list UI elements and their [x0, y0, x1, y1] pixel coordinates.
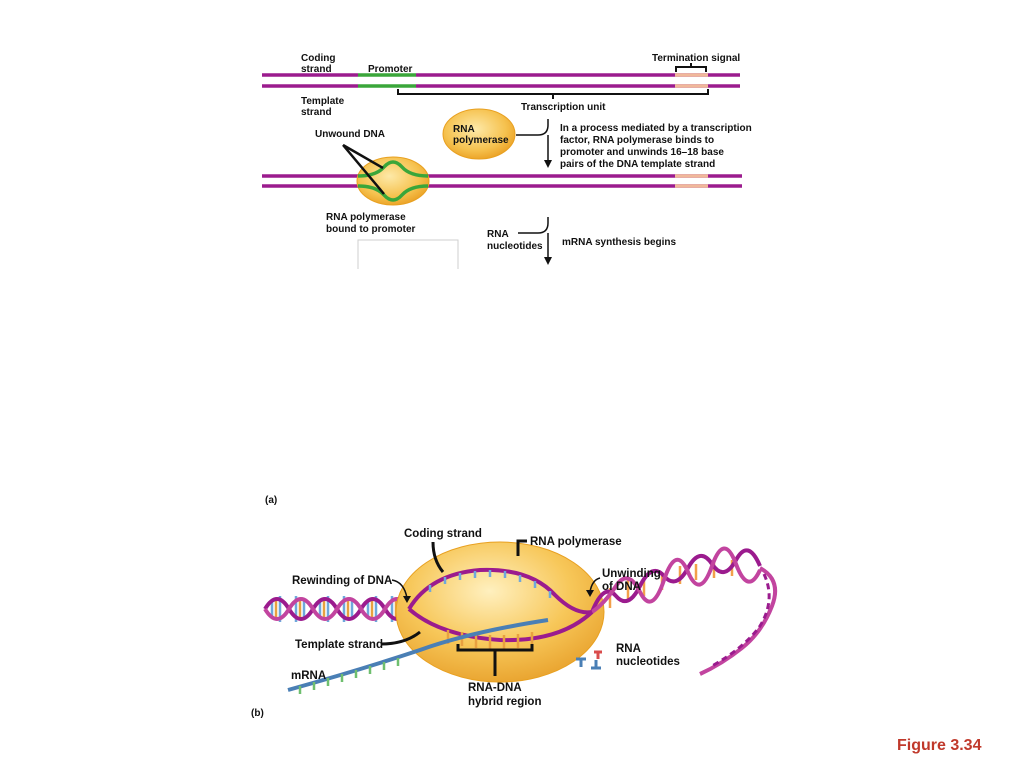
hybrid-label-2: hybrid region [468, 696, 541, 708]
panel-b-label: (b) [251, 708, 264, 719]
unwound-bottom-strand [357, 184, 429, 202]
step1-text-4: pairs of the DNA template strand [560, 159, 715, 170]
coding-strand-bases [428, 570, 552, 598]
free-nucleotide-1 [576, 657, 586, 667]
coding-strand-label-b: Coding strand [404, 528, 482, 540]
unwinding-arrowhead [586, 590, 594, 597]
step1-text-3: promoter and unwinds 16–18 base [560, 147, 724, 158]
left-helix [263, 596, 411, 622]
free-nucleotide-2 [591, 660, 601, 670]
right-helix [590, 546, 777, 676]
rna-nucleotides-label-b-2: nucleotides [616, 656, 680, 668]
template-strand-label-2: strand [301, 107, 332, 118]
unwinding-label-1: Unwinding [602, 568, 661, 580]
panel-a: Coding strand Promoter Termination signa… [262, 53, 752, 506]
rna-nucleotides-label-b-1: RNA [616, 643, 641, 655]
bound-label-2: bound to promoter [326, 224, 416, 235]
step1-arrow [516, 119, 549, 162]
coding-strand-leader [431, 541, 445, 573]
step1-text-1: In a process mediated by a transcription [560, 123, 752, 134]
bound-label-1: RNA polymerase [326, 212, 406, 223]
single-strand-tail [699, 566, 777, 676]
termination-bracket [675, 63, 707, 72]
right-helix-strand-2 [590, 546, 762, 614]
mrna-strand [287, 618, 549, 692]
unwound-top-strand [357, 160, 429, 178]
mrna-bases [298, 658, 400, 694]
rewinding-arrowhead [403, 596, 411, 603]
hybrid-label-1: RNA-DNA [468, 682, 522, 694]
transcription-unit-label: Transcription unit [521, 102, 606, 113]
rna-polymerase-body [395, 541, 605, 683]
transcription-unit-bracket [397, 89, 709, 99]
left-helix-strand-2 [263, 597, 411, 621]
step2-text: mRNA synthesis begins [562, 237, 677, 248]
panel-a-label: (a) [265, 495, 277, 506]
unwinding-label-2: of DNA [602, 581, 641, 593]
rna-polymerase-label-b: RNA polymerase [530, 536, 622, 548]
coding-strand-label-1: Coding [301, 53, 335, 64]
coding-strand-arc [407, 567, 593, 615]
step2-arrowhead [544, 257, 552, 265]
rna-polymerase-free [442, 108, 516, 160]
step1-text-2: factor, RNA polymerase binds to [560, 135, 714, 146]
figure-label: Figure 3.34 [897, 737, 982, 754]
step1-arrowhead [544, 160, 552, 168]
step2-arrow [518, 217, 549, 258]
promoter-label: Promoter [368, 64, 413, 75]
template-strand-leader [380, 630, 421, 646]
cropped-frame [357, 239, 459, 269]
template-strand-curve [407, 607, 594, 643]
hybrid-bracket [456, 644, 534, 676]
left-helix-rungs [270, 596, 402, 622]
rna-polymerase-label-1: RNA [453, 124, 475, 135]
free-nucleotide-3 [594, 650, 602, 659]
rna-nucleotides-label-1: RNA [487, 229, 509, 240]
single-strand-tail-inner [711, 573, 771, 668]
coding-strand-label-2: strand [301, 64, 332, 75]
rna-nucleotides-label-2: nucleotides [487, 241, 543, 252]
unwound-dna-label: Unwound DNA [315, 129, 385, 140]
template-strand-label-1: Template [301, 96, 345, 107]
rewinding-leader [391, 579, 408, 599]
unwound-dna-leader [342, 143, 385, 195]
mrna-label: mRNA [291, 670, 326, 682]
left-helix-rungs-alt [274, 598, 398, 620]
rna-polymerase-bound [356, 156, 430, 206]
template-strand-label-b: Template strand [295, 639, 383, 651]
rna-polymerase-label-2: polymerase [453, 135, 509, 146]
panel-b: Coding strand RNA polymerase Rewinding o… [251, 528, 777, 719]
rewinding-label: Rewinding of DNA [292, 575, 392, 587]
rna-polymerase-leader [516, 539, 527, 556]
termination-signal-label: Termination signal [652, 53, 740, 64]
